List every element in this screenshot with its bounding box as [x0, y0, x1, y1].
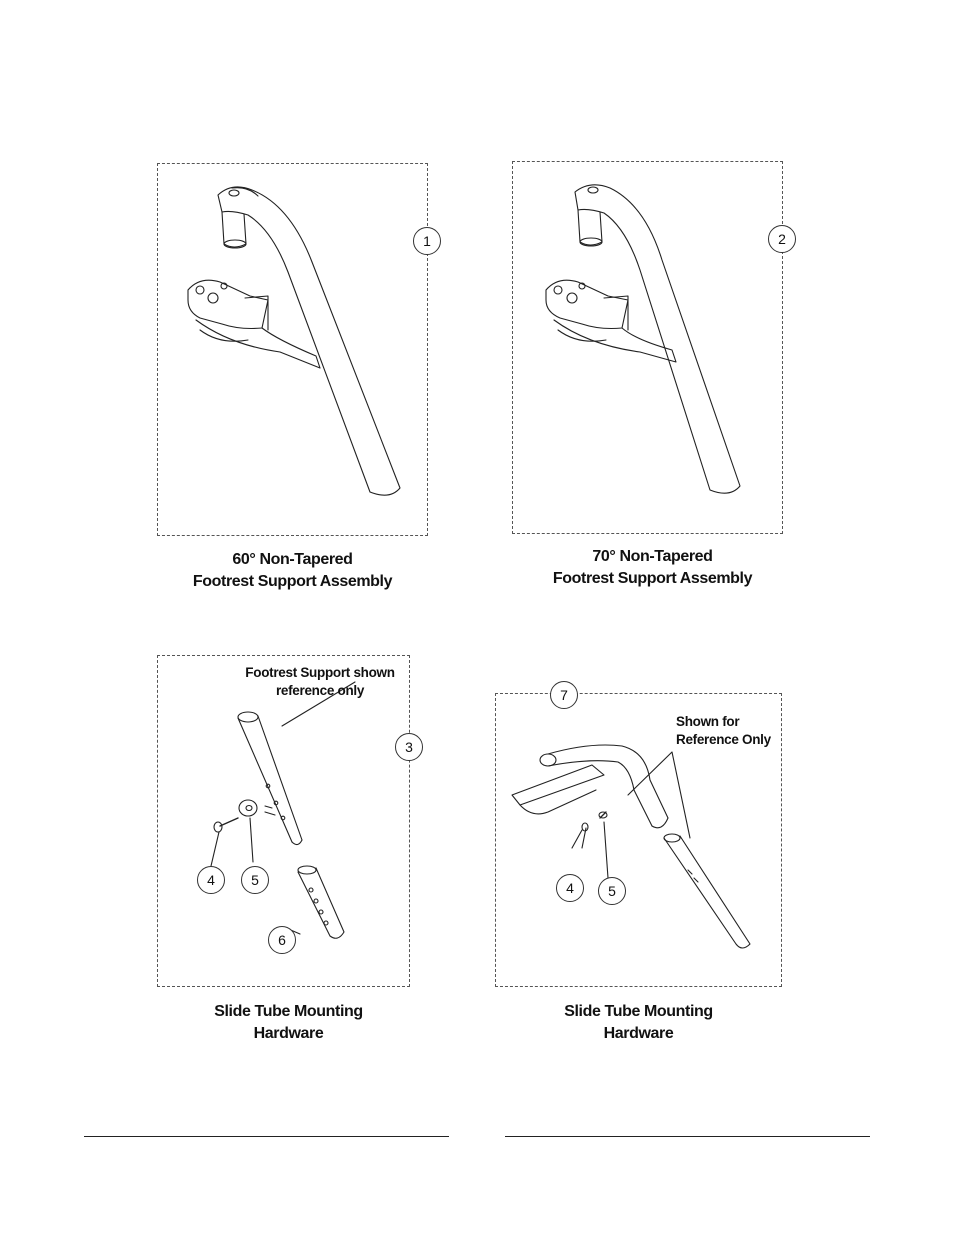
callout-7: 7 — [550, 681, 578, 709]
reference-note-left-line2: reference only — [275, 683, 365, 698]
caption-slide-tube-right: Slide Tube Mounting Hardware — [495, 1001, 782, 1045]
footer-rule-right — [505, 1136, 870, 1137]
reference-note-left: Footrest Support shown reference only — [240, 664, 400, 700]
caption-70-footrest: 70° Non-Tapered Footrest Support Assembl… — [512, 546, 793, 590]
callout-5-right: 5 — [598, 877, 626, 905]
caption-70-line1: 70° Non-Tapered — [592, 548, 713, 565]
caption-slide-left-line1: Slide Tube Mounting — [214, 1003, 363, 1020]
caption-70-line2: Footrest Support Assembly — [552, 570, 753, 587]
callout-2: 2 — [768, 225, 796, 253]
footer-rule-left — [84, 1136, 449, 1137]
slide-tube-left-drawing — [210, 681, 356, 939]
footrest-support-60-drawing — [187, 186, 401, 496]
reference-note-right-line1: Shown for — [676, 714, 740, 729]
reference-note-right: Shown for Reference Only — [676, 713, 780, 749]
panel-slide-tube-right-frame — [495, 693, 782, 987]
callout-5-left: 5 — [241, 866, 269, 894]
panel-slide-tube-left-frame — [157, 655, 410, 987]
footrest-support-70-drawing — [545, 184, 741, 494]
callout-6: 6 — [268, 926, 296, 954]
callout-3: 3 — [395, 733, 423, 761]
caption-slide-right-line2: Hardware — [603, 1025, 674, 1042]
caption-slide-right-line1: Slide Tube Mounting — [564, 1003, 713, 1020]
caption-60-line1: 60° Non-Tapered — [232, 551, 353, 568]
panel-60-footrest-frame — [157, 163, 428, 536]
callout-4-right: 4 — [556, 874, 584, 902]
callout-4-left: 4 — [197, 866, 225, 894]
slide-tube-right-drawing — [511, 744, 751, 949]
caption-slide-left-line2: Hardware — [253, 1025, 324, 1042]
caption-slide-tube-left: Slide Tube Mounting Hardware — [157, 1001, 420, 1045]
callout-1: 1 — [413, 227, 441, 255]
caption-60-footrest: 60° Non-Tapered Footrest Support Assembl… — [157, 549, 428, 593]
reference-note-right-line2: Reference Only — [676, 732, 771, 747]
caption-60-line2: Footrest Support Assembly — [192, 573, 393, 590]
panel-70-footrest-frame — [512, 161, 783, 534]
reference-note-left-line1: Footrest Support shown — [245, 665, 395, 680]
